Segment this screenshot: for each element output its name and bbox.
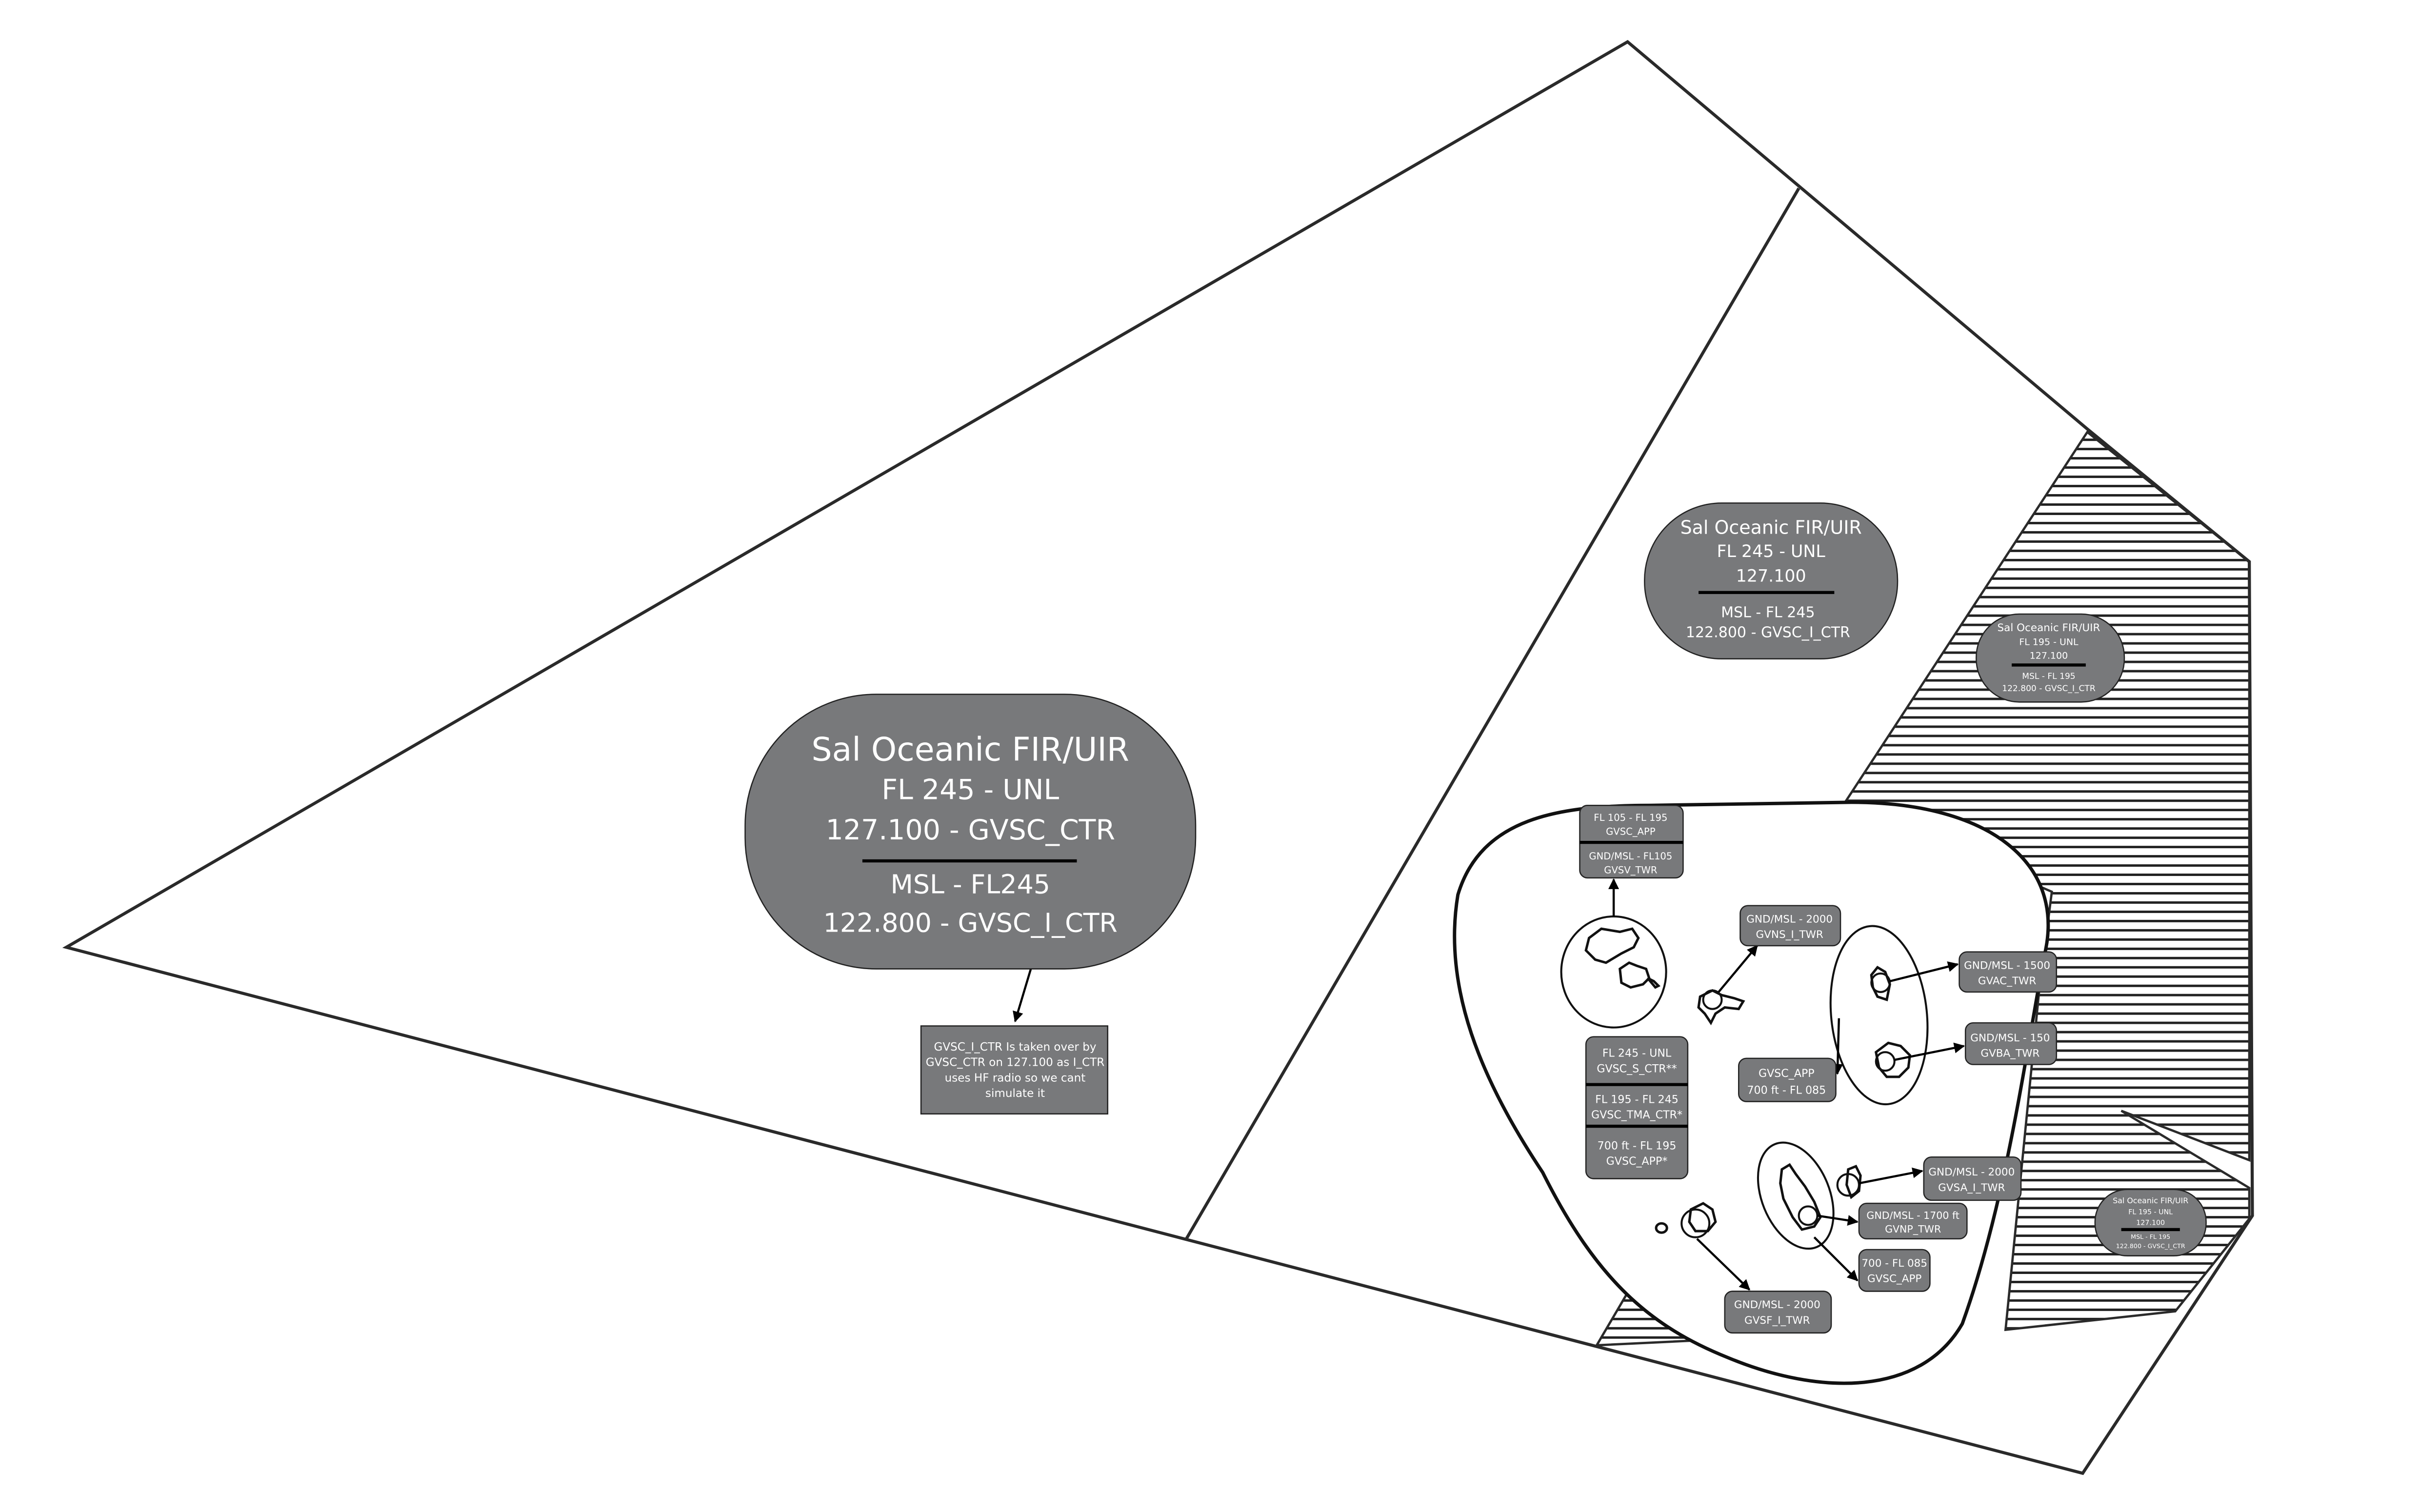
gvsc-app-south-arrow bbox=[1813, 1236, 1859, 1281]
gvnp-box: GND/MSL - 1700 ft GVNP_TWR bbox=[1858, 1202, 1968, 1240]
gvnp-zone bbox=[1757, 1141, 1835, 1250]
svg-text:700 ft - FL 195: 700 ft - FL 195 bbox=[1598, 1139, 1677, 1152]
gvsv-box: FL 105 - FL 195 GVSC_APP GND/MSL - FL105… bbox=[1579, 804, 1684, 879]
svg-text:MSL - FL 245: MSL - FL 245 bbox=[1721, 604, 1815, 621]
main-lower-frequency: 122.800 - GVSC_I_CTR bbox=[823, 908, 1118, 938]
svg-text:GVSF_I_TWR: GVSF_I_TWR bbox=[1744, 1314, 1810, 1327]
gvsf-box: GND/MSL - 2000 GVSF_I_TWR bbox=[1724, 1291, 1832, 1334]
svg-text:GND/MSL - 1700 ft: GND/MSL - 1700 ft bbox=[1866, 1210, 1959, 1221]
svg-text:GVSC_APP: GVSC_APP bbox=[1759, 1067, 1815, 1080]
gvac-arrow bbox=[1889, 961, 1959, 982]
svg-text:700 ft - FL 085: 700 ft - FL 085 bbox=[1747, 1084, 1826, 1097]
svg-text:127.100: 127.100 bbox=[2136, 1219, 2165, 1227]
gvns-circle bbox=[1702, 989, 1723, 1010]
svg-text:GVNS_I_TWR: GVNS_I_TWR bbox=[1756, 929, 1823, 941]
note-box: GVSC_I_CTR Is taken over by GVSC_CTR on … bbox=[920, 1025, 1109, 1114]
stack-box: FL 245 - UNL GVSC_S_CTR** FL 195 - FL 24… bbox=[1585, 1036, 1689, 1179]
gvac-circle bbox=[1870, 972, 1891, 993]
gvac-gvba-zone bbox=[1829, 925, 1929, 1106]
main-frequency: 127.100 - GVSC_CTR bbox=[826, 814, 1115, 846]
gvba-box: GND/MSL - 150 GVBA_TWR bbox=[1964, 1022, 2058, 1065]
hatched-north-label: Sal Oceanic FIR/UIR FL 195 - UNL 127.100… bbox=[1976, 613, 2125, 703]
svg-text:122.800 - GVSC_I_CTR: 122.800 - GVSC_I_CTR bbox=[2002, 684, 2096, 694]
svg-text:GND/MSL - 2000: GND/MSL - 2000 bbox=[1928, 1166, 2015, 1178]
gvnp-arrow bbox=[1817, 1214, 1859, 1226]
svg-text:Sal Oceanic FIR/UIR: Sal Oceanic FIR/UIR bbox=[1680, 517, 1862, 538]
svg-text:MSL - FL 195: MSL - FL 195 bbox=[2131, 1233, 2170, 1240]
gvsc-app-north-box: GVSC_APP 700 ft - FL 085 bbox=[1738, 1057, 1837, 1102]
gvac-box: GND/MSL - 1500 GVAC_TWR bbox=[1959, 951, 2058, 993]
svg-text:FL 195 - FL 245: FL 195 - FL 245 bbox=[1595, 1094, 1679, 1106]
svg-text:GVBA_TWR: GVBA_TWR bbox=[1980, 1048, 2039, 1060]
svg-text:GND/MSL - 150: GND/MSL - 150 bbox=[1970, 1032, 2050, 1044]
gvsf-arrow bbox=[1696, 1238, 1751, 1291]
gvba-circle bbox=[1875, 1051, 1896, 1072]
svg-text:GVSA_I_TWR: GVSA_I_TWR bbox=[1938, 1182, 2005, 1194]
gvsf-circle bbox=[1680, 1208, 1711, 1238]
gvba-arrow bbox=[1894, 1042, 1965, 1061]
svg-text:GVSC_APP: GVSC_APP bbox=[1867, 1273, 1921, 1285]
svg-text:122.800 - GVSC_I_CTR: 122.800 - GVSC_I_CTR bbox=[2116, 1242, 2185, 1250]
gvsc-app-arrow bbox=[1832, 1018, 1843, 1075]
main-levels: FL 245 - UNL bbox=[881, 774, 1059, 806]
fir-boundary bbox=[62, 40, 2254, 1475]
svg-text:MSL - FL 195: MSL - FL 195 bbox=[2022, 672, 2075, 681]
svg-text:FL 195 - UNL: FL 195 - UNL bbox=[2019, 637, 2079, 647]
svg-text:FL 245 - UNL: FL 245 - UNL bbox=[1717, 542, 1826, 561]
svg-text:GVSC_APP*: GVSC_APP* bbox=[1606, 1155, 1668, 1168]
svg-text:GND/MSL - 2000: GND/MSL - 2000 bbox=[1746, 914, 1833, 926]
svg-text:GVSC_CTR on 127.100 as I_CTR: GVSC_CTR on 127.100 as I_CTR bbox=[926, 1056, 1105, 1069]
svg-text:127.100: 127.100 bbox=[2030, 651, 2068, 661]
svg-text:GVSV_TWR: GVSV_TWR bbox=[1604, 864, 1658, 875]
svg-text:FL 105 - FL 195: FL 105 - FL 195 bbox=[1594, 812, 1667, 823]
svg-text:GND/MSL - FL105: GND/MSL - FL105 bbox=[1589, 851, 1672, 862]
svg-text:uses HF radio so we cant: uses HF radio so we cant bbox=[945, 1072, 1086, 1084]
gvsc-app-south-box: 700 - FL 085 GVSC_APP bbox=[1858, 1249, 1931, 1292]
gvsa-box: GND/MSL - 2000 GVSA_I_TWR bbox=[1923, 1156, 2022, 1201]
svg-text:122.800 - GVSC_I_CTR: 122.800 - GVSC_I_CTR bbox=[1686, 624, 1850, 641]
svg-text:GVAC_TWR: GVAC_TWR bbox=[1978, 975, 2036, 987]
svg-text:GVNP_TWR: GVNP_TWR bbox=[1885, 1223, 1941, 1235]
east-sector-label: Sal Oceanic FIR/UIR FL 245 - UNL 127.100… bbox=[1644, 502, 1899, 660]
main-lower-levels: MSL - FL245 bbox=[891, 869, 1050, 899]
svg-text:GVSC_S_CTR**: GVSC_S_CTR** bbox=[1597, 1062, 1677, 1075]
svg-text:GND/MSL - 2000: GND/MSL - 2000 bbox=[1734, 1299, 1820, 1311]
svg-text:Sal Oceanic FIR/UIR: Sal Oceanic FIR/UIR bbox=[2113, 1196, 2188, 1205]
svg-text:GVSC_TMA_CTR*: GVSC_TMA_CTR* bbox=[1591, 1109, 1682, 1121]
svg-text:700 - FL 085: 700 - FL 085 bbox=[1861, 1257, 1927, 1270]
hatched-south-label: Sal Oceanic FIR/UIR FL 195 - UNL 127.100… bbox=[2094, 1189, 2207, 1256]
gvns-box: GND/MSL - 2000 GVNS_I_TWR bbox=[1739, 905, 1841, 947]
main-title: Sal Oceanic FIR/UIR bbox=[812, 730, 1130, 768]
main-sector-label: Sal Oceanic FIR/UIR FL 245 - UNL 127.100… bbox=[744, 694, 1197, 970]
gvnp-circle bbox=[1798, 1205, 1819, 1226]
svg-text:GND/MSL - 1500: GND/MSL - 1500 bbox=[1964, 959, 2050, 972]
svg-text:FL 245 - UNL: FL 245 - UNL bbox=[1602, 1047, 1672, 1060]
svg-text:GVSC_APP: GVSC_APP bbox=[1606, 826, 1656, 837]
svg-text:Sal Oceanic FIR/UIR: Sal Oceanic FIR/UIR bbox=[1998, 622, 2100, 634]
gvsa-arrow bbox=[1859, 1167, 1923, 1185]
svg-text:simulate it: simulate it bbox=[985, 1087, 1045, 1100]
gvns-arrow bbox=[1718, 945, 1758, 993]
gvsa-circle bbox=[1836, 1173, 1860, 1197]
svg-text:127.100: 127.100 bbox=[1736, 567, 1806, 586]
svg-text:GVSC_I_CTR Is taken over by: GVSC_I_CTR Is taken over by bbox=[934, 1041, 1096, 1054]
svg-text:FL 195 - UNL: FL 195 - UNL bbox=[2128, 1208, 2173, 1216]
sector-divider bbox=[1185, 187, 1800, 1240]
